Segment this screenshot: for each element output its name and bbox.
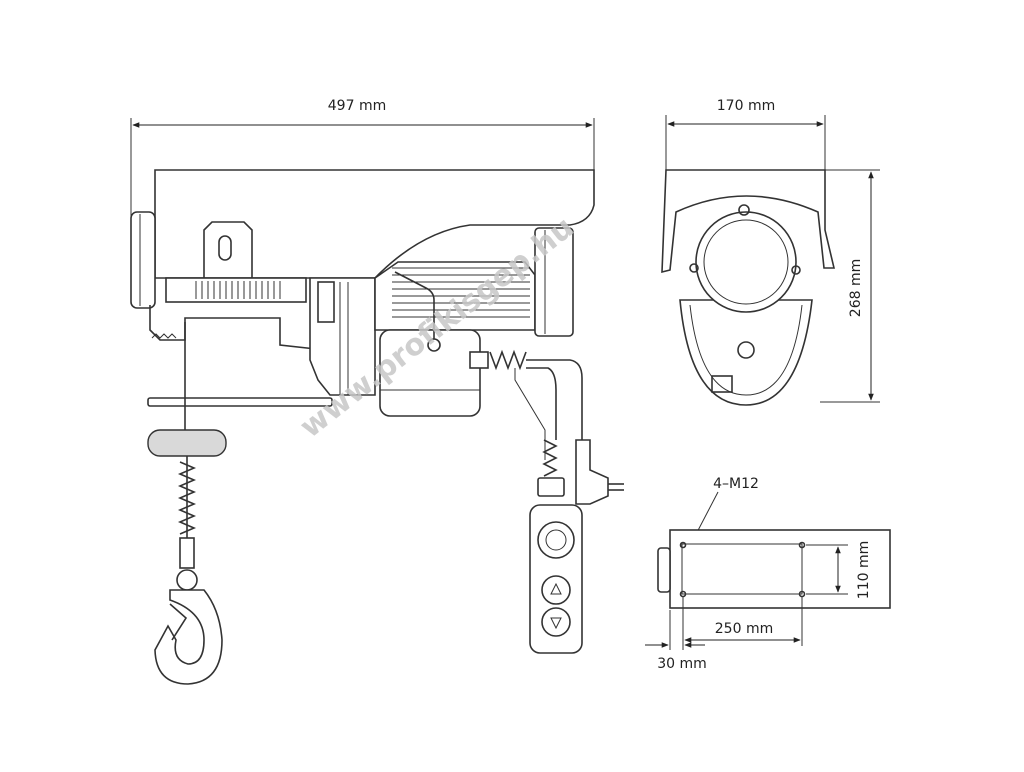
dim-110-label: 110 mm: [856, 541, 872, 599]
cable-spring: [489, 349, 527, 371]
lifting-hook: [154, 569, 223, 685]
dim-height-label: 268 mm: [848, 259, 864, 317]
front-view: 170 mm 268 mm: [661, 98, 880, 406]
pendant-up-button: [541, 575, 571, 605]
cable-pendant: [526, 367, 557, 440]
holes-label: 4–M12: [713, 476, 759, 492]
limit-lever: [149, 305, 326, 351]
mount-hole-2: [798, 541, 806, 549]
pendant-stop-button: [537, 521, 575, 559]
dim-length-label: 497 mm: [328, 98, 386, 114]
mount-hole-3: [679, 590, 687, 598]
front-motor-disc: [695, 211, 797, 313]
top-bracket: [154, 169, 595, 279]
base-plate: [669, 529, 891, 609]
pendant-control: [529, 504, 583, 654]
electrical-box: [379, 329, 481, 417]
power-plug: [575, 439, 609, 505]
pendant-spring: [542, 439, 558, 477]
cable-to-motor: [394, 271, 435, 339]
cable-gland: [469, 351, 489, 369]
hook-block: [147, 429, 227, 457]
motor: [374, 227, 574, 337]
dim-30-label: 30 mm: [657, 656, 707, 672]
mount-hole-4: [798, 590, 806, 598]
dim-width-label: 170 mm: [717, 98, 775, 114]
front-bracket: [661, 169, 836, 274]
hook-spring: [177, 461, 197, 535]
mounting-lug: [203, 221, 253, 279]
pendant-down-button: [541, 607, 571, 637]
left-end-cap: [130, 211, 156, 309]
dim-250-label: 250 mm: [715, 621, 773, 637]
drum: [165, 277, 307, 303]
guide-bar: [147, 397, 333, 407]
small-spring: [151, 333, 177, 339]
base-view: 4–M12 110 mm 250 mm 30 mm: [645, 476, 891, 672]
side-view: 497 mm: [130, 98, 624, 685]
mount-hole-1: [679, 541, 687, 549]
cable-plug: [526, 359, 583, 470]
